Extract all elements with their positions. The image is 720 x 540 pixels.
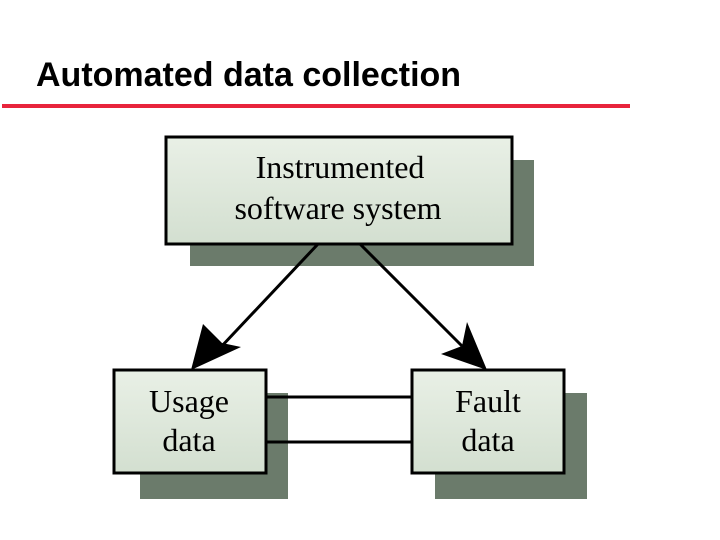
fault-data-box: Fault data <box>410 368 566 475</box>
slide-title: Automated data collection <box>36 56 462 94</box>
arrow-system-to-usage <box>191 242 320 370</box>
system-box-label-line1: Instrumented <box>256 149 425 185</box>
fault-box-label-line1: Fault <box>455 383 521 419</box>
usage-fault-connector <box>266 395 412 444</box>
title-underline <box>2 104 630 108</box>
usage-box-label-line2: data <box>162 422 215 458</box>
system-box-label-line2: software system <box>234 190 441 226</box>
usage-box-label-line1: Usage <box>149 383 229 419</box>
arrow-system-to-fault <box>358 242 487 370</box>
fault-box-label-line2: data <box>461 422 514 458</box>
usage-data-box: Usage data <box>112 368 268 475</box>
instrumented-system-box: Instrumented software system <box>164 135 514 246</box>
